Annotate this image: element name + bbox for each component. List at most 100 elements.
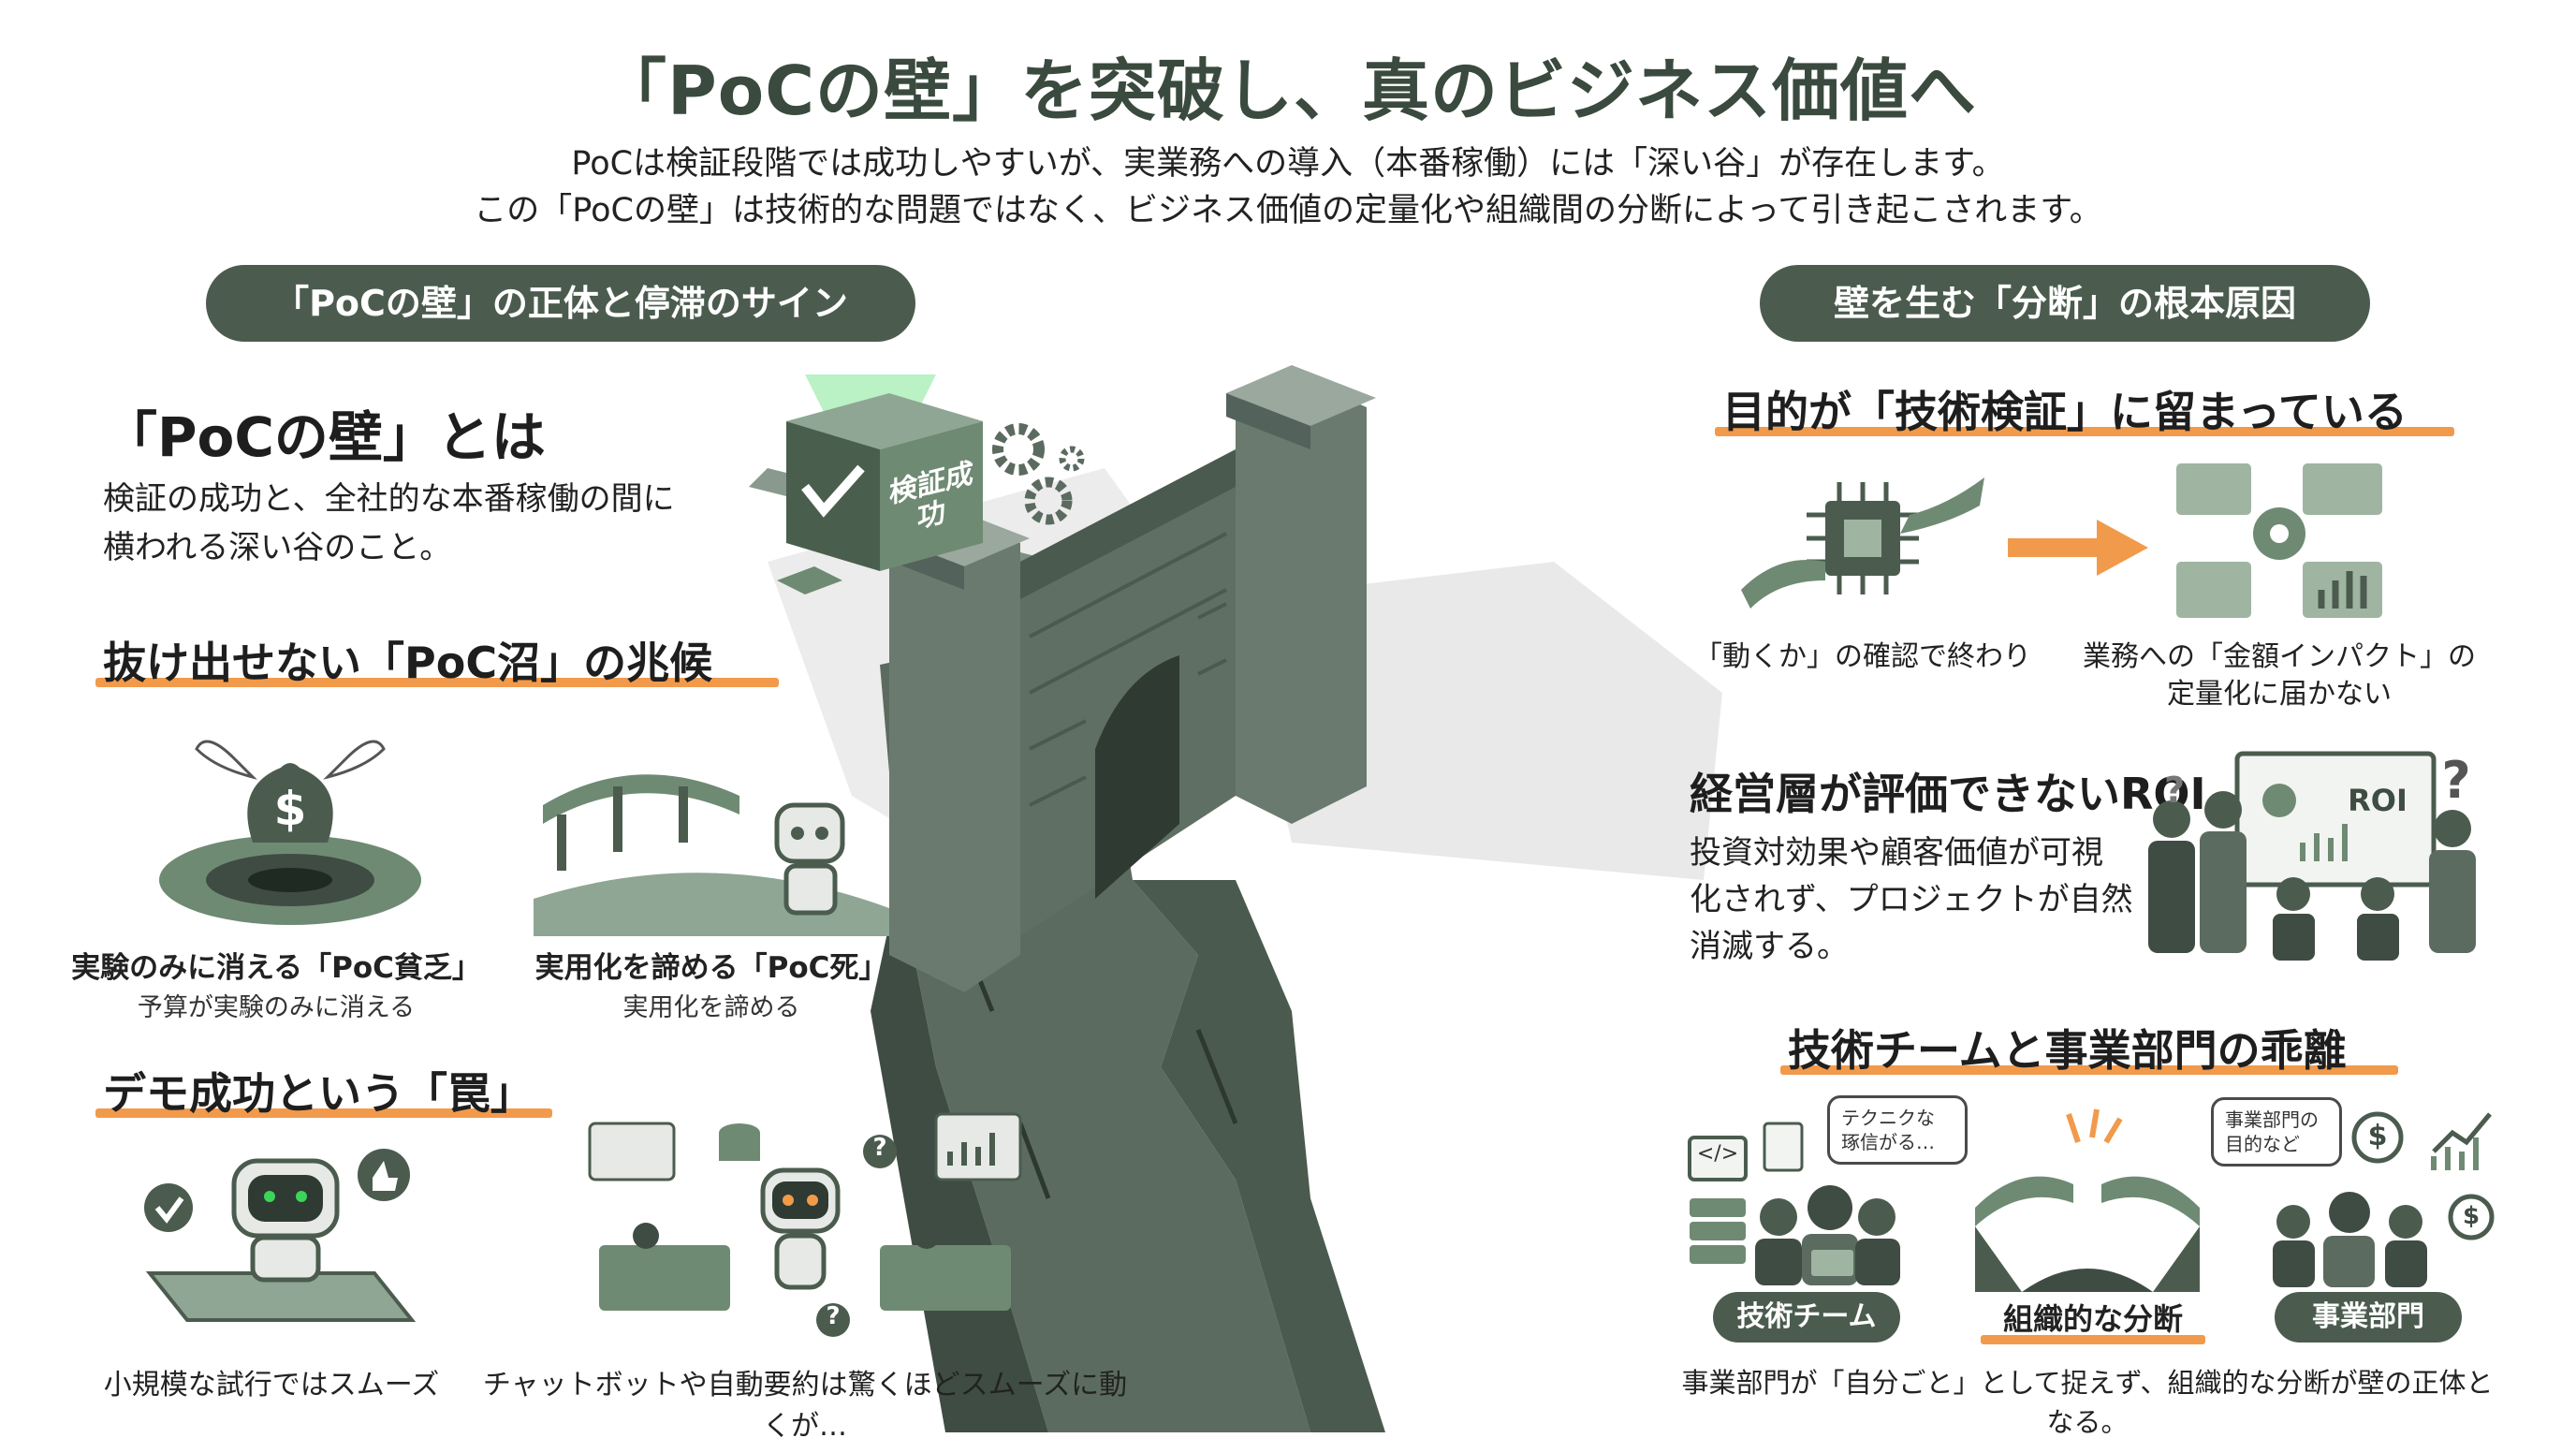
server-icon bbox=[1690, 1198, 1746, 1217]
executive-meeting-illustration bbox=[2148, 751, 2476, 961]
business-team-illustration bbox=[2273, 1111, 2495, 1287]
wing-left bbox=[195, 740, 257, 780]
cause2-line-3: 消滅する。 bbox=[1690, 928, 1849, 965]
cause3-footer: 事業部門が「自分ごと」として捉えず、組織的な分断が壁の正体となる。 bbox=[1681, 1367, 2494, 1438]
cause1-right-caption-1: 業務への「金額インパクト」の bbox=[2083, 640, 2476, 673]
biz-bubble-line-2: 目的など bbox=[2225, 1133, 2300, 1155]
business-dashboard-illustration bbox=[2176, 463, 2382, 618]
roi-board bbox=[2234, 751, 2437, 888]
growth-chart-icon bbox=[2432, 1112, 2492, 1153]
question-mark-left: ? bbox=[2163, 770, 2186, 811]
robot-head bbox=[774, 802, 845, 864]
subtitle-line-2: この「PoCの壁」は技術的な問題ではなく、ビジネス価値の定量化や組織間の分断によ… bbox=[474, 192, 2102, 229]
robot-body bbox=[250, 1235, 321, 1283]
question-mark-2: ? bbox=[826, 1302, 841, 1330]
definition-line-2: 横われる深い谷のこと。 bbox=[103, 529, 452, 566]
chasm-wall-illustration bbox=[749, 365, 1722, 1432]
stone-wall bbox=[880, 365, 1376, 992]
money-bag bbox=[247, 763, 333, 843]
bridge-left-half bbox=[1975, 1176, 2073, 1226]
biz-bubble-line-1: 事業部門の bbox=[2225, 1108, 2319, 1131]
question-mark-right: ? bbox=[2441, 751, 2471, 810]
business-tag: 事業部門 bbox=[2275, 1292, 2462, 1343]
gears-icon bbox=[992, 423, 1085, 525]
dashboard-screen bbox=[588, 1122, 676, 1181]
trap-item-1-caption: 小規模な試行ではスムーズ bbox=[103, 1369, 440, 1401]
wing-right bbox=[323, 740, 386, 780]
verification-cube-illustration bbox=[777, 374, 983, 594]
trap-underline bbox=[95, 1108, 552, 1118]
hand-left bbox=[1741, 560, 1825, 609]
robot-bridge-swamp-illustration bbox=[534, 774, 889, 936]
cause2-line-1: 投資対効果や顧客価値が可視 bbox=[1690, 834, 2103, 872]
division-underline bbox=[1981, 1335, 2205, 1344]
code-glyph: </> bbox=[1696, 1142, 1739, 1166]
gap bbox=[2022, 1269, 2153, 1292]
dollar-symbol-coin: $ bbox=[2462, 1202, 2481, 1230]
small-tile bbox=[777, 566, 842, 594]
tech-bubble-line-1: テクニクな bbox=[1841, 1107, 1935, 1129]
broken-bridge bbox=[543, 774, 739, 824]
question-mark-1: ? bbox=[872, 1134, 887, 1162]
money-swamp-illustration bbox=[159, 740, 421, 925]
cause1-heading: 目的が「技術検証」に留まっている bbox=[1722, 387, 2408, 437]
swamp-underline bbox=[95, 678, 779, 687]
left-section-pill: 「PoCの壁」の正体と停滞のサイン bbox=[206, 265, 915, 342]
cause1-right-caption-2: 定量化に届かない bbox=[2167, 678, 2392, 711]
cause2-heading: 経営層が評価できないROI bbox=[1690, 769, 2206, 819]
desk-right bbox=[880, 1245, 1011, 1311]
subtitle-line-1: PoCは検証段階では成功しやすいが、実業務への導入（本番稼働）には「深い谷」が存… bbox=[571, 145, 2005, 183]
document-icon bbox=[1763, 1122, 1804, 1172]
page-title: 「PoCの壁」を突破し、真のビジネス価値へ bbox=[598, 51, 1978, 130]
alert-rays bbox=[2066, 1108, 2123, 1144]
chatbot-office-illustration bbox=[588, 1112, 1022, 1337]
coin-icon bbox=[2448, 1194, 2495, 1240]
cause1-left-caption: 「動くか」の確認で終わり bbox=[1694, 640, 2031, 673]
question-bubble-icon-2 bbox=[816, 1303, 850, 1337]
panel-3 bbox=[2176, 562, 2251, 618]
chip-hands-illustration bbox=[1741, 477, 1984, 609]
arrow-right-icon bbox=[2008, 520, 2148, 576]
tech-bubble-line-2: 琢信がる… bbox=[1841, 1131, 1935, 1153]
code-window-icon bbox=[1688, 1136, 1748, 1181]
swamp-item-1-title: 実験のみに消える「PoC貧乏」 bbox=[71, 951, 481, 985]
cube-right-face bbox=[880, 421, 983, 571]
demo-robot-tablet-illustration bbox=[144, 1149, 417, 1322]
hand-right bbox=[1900, 477, 1984, 534]
division-tag: 組織的な分断 bbox=[2002, 1301, 2183, 1337]
panel-2 bbox=[2303, 463, 2382, 515]
cause2-line-2: 化されず、プロジェクトが自然 bbox=[1690, 881, 2133, 918]
robot-body bbox=[783, 863, 838, 916]
chasm-right-cliff bbox=[1133, 880, 1385, 1432]
definition-line-1: 検証の成功と、全社的な本番稼働の間に bbox=[103, 480, 675, 518]
tech-speech-bubble: テクニクな 琢信がる… bbox=[1827, 1095, 1968, 1165]
bridge-right-half bbox=[2101, 1176, 2200, 1226]
trap-heading: デモ成功という「罠」 bbox=[103, 1068, 534, 1119]
dollar-symbol: $ bbox=[273, 782, 307, 836]
center-robot-body bbox=[774, 1233, 827, 1290]
trap-item-2-caption: チャットボットや自動要約は驚くほどスムーズに動くが… bbox=[482, 1369, 1128, 1438]
broken-bridge-illustration bbox=[1975, 1108, 2200, 1292]
check-circle-icon bbox=[144, 1183, 193, 1232]
swamp-heading: 抜け出せない「PoC沼」の兆候 bbox=[103, 638, 713, 688]
laptop-icon bbox=[1811, 1250, 1853, 1276]
swamp-item-2-title: 実用化を諦める「PoC死」 bbox=[534, 951, 888, 985]
cause3-underline bbox=[1780, 1065, 2398, 1075]
dollar-symbol-cycle: $ bbox=[2367, 1120, 2388, 1152]
money-cycle-icon bbox=[2351, 1111, 2404, 1164]
swamp-item-1-sub: 予算が実験のみに消える bbox=[137, 993, 416, 1022]
tech-team-tag: 技術チーム bbox=[1713, 1292, 1900, 1343]
panel-1 bbox=[2176, 463, 2251, 515]
cause3-heading: 技術チームと事業部門の乖離 bbox=[1788, 1025, 2347, 1076]
cause1-underline bbox=[1715, 427, 2454, 436]
question-bubble-icon bbox=[863, 1135, 897, 1168]
definition-heading: 「PoCの壁」とは bbox=[103, 405, 546, 469]
business-speech-bubble: 事業部門の 目的など bbox=[2211, 1097, 2342, 1167]
executive-figures bbox=[2148, 791, 2476, 961]
cube-top bbox=[786, 393, 983, 449]
panel-4 bbox=[2303, 562, 2382, 618]
desk-left bbox=[599, 1245, 730, 1311]
right-section-pill: 壁を生む「分断」の根本原因 bbox=[1760, 265, 2370, 342]
check-icon bbox=[801, 464, 865, 518]
roi-board-label: ROI bbox=[2348, 783, 2408, 818]
